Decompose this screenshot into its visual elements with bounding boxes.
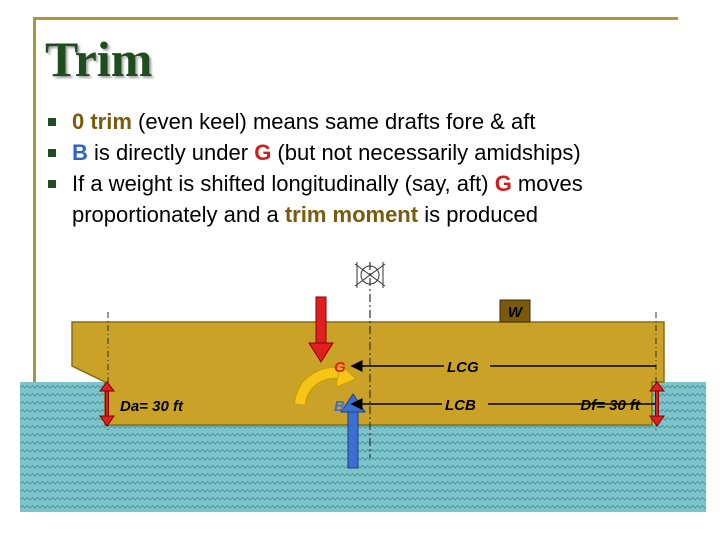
bullet-text: (even keel) means same drafts fore & aft bbox=[131, 109, 536, 134]
lcg-label-bg bbox=[444, 357, 490, 375]
bullet-text: B bbox=[72, 140, 88, 165]
bullet-text: 0 trim bbox=[72, 109, 132, 134]
title-frame-top bbox=[33, 17, 678, 20]
b-label: B bbox=[334, 398, 345, 415]
bullet-text: (but not necessarily amidships) bbox=[271, 140, 581, 165]
slide-title: Trim bbox=[45, 31, 153, 87]
bullet-text: is directly under bbox=[87, 140, 255, 165]
ship-hull bbox=[71, 321, 665, 426]
midship-symbol-icon bbox=[354, 262, 386, 288]
lcb-label: LCB bbox=[445, 397, 476, 414]
bullet-text: G bbox=[494, 171, 512, 196]
bullet-item-3: If a weight is shifted longitudinally (s… bbox=[46, 168, 706, 230]
bullet-text: moves proportionately and a bbox=[72, 171, 583, 227]
trim-moment-arrow bbox=[293, 363, 357, 406]
aft-draft-label: Da= 30 ft bbox=[120, 398, 184, 415]
gravity-arrow bbox=[308, 296, 334, 363]
title-frame-left bbox=[33, 17, 36, 507]
fwd-draft-arrow bbox=[648, 381, 666, 427]
bullet-text: If a weight is shifted longitudinally (s… bbox=[72, 171, 495, 196]
bullet-square-icon bbox=[48, 149, 56, 157]
aft-draft-arrow bbox=[98, 381, 116, 427]
bullet-square-icon bbox=[48, 180, 56, 188]
bullet-text: trim moment bbox=[284, 202, 419, 227]
lcb-label-bg bbox=[442, 395, 488, 413]
g-label: G bbox=[334, 359, 346, 376]
bullet-text: is produced bbox=[418, 202, 538, 227]
fwd-draft-label: Df= 30 ft bbox=[580, 397, 641, 414]
lcg-label: LCG bbox=[447, 359, 479, 376]
weight-box bbox=[499, 299, 531, 323]
bullet-item-1: 0 trim (even keel) means same drafts for… bbox=[46, 106, 706, 137]
weight-label: W bbox=[508, 304, 524, 321]
bullet-list: 0 trim (even keel) means same drafts for… bbox=[46, 106, 706, 230]
bullet-square-icon bbox=[48, 118, 56, 126]
bullet-text: G bbox=[254, 140, 272, 165]
bullet-item-2: B is directly under G (but not necessari… bbox=[46, 137, 706, 168]
